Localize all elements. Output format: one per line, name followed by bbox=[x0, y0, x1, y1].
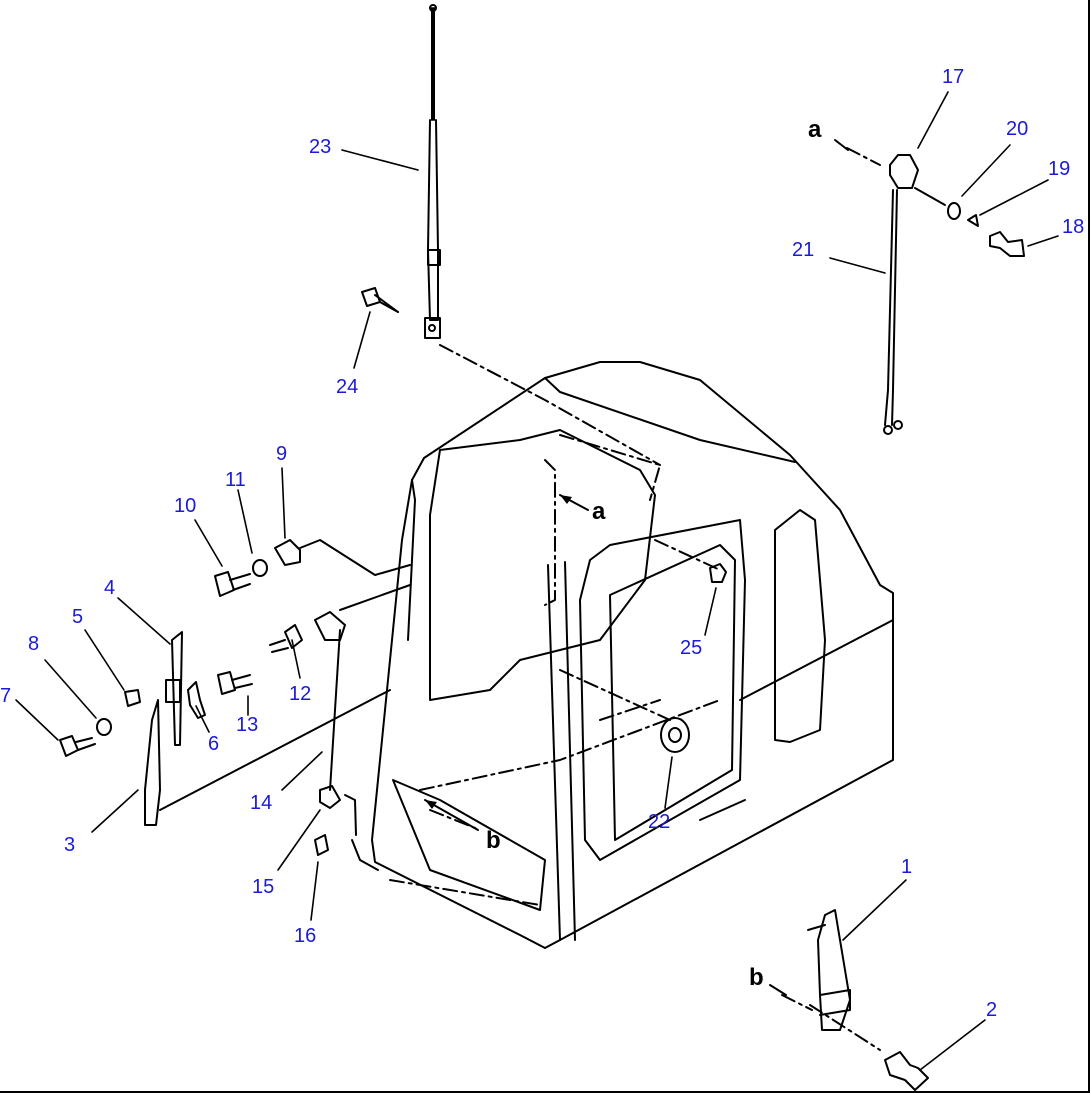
ref-a-cab: a bbox=[592, 498, 606, 525]
callout-12: 12 bbox=[289, 683, 312, 705]
callout-6: 6 bbox=[208, 733, 220, 755]
callout-22: 22 bbox=[648, 811, 671, 833]
callout-4: 4 bbox=[104, 577, 116, 599]
part-leaders bbox=[159, 539, 411, 836]
callout-21: 21 bbox=[792, 239, 815, 261]
ref-arrowheads bbox=[425, 495, 572, 809]
callout-2: 2 bbox=[986, 999, 998, 1021]
callout-10: 10 bbox=[174, 495, 197, 517]
callout-leaders bbox=[15, 91, 1059, 1071]
callout-19: 19 bbox=[1048, 158, 1071, 180]
small-parts-left bbox=[59, 539, 346, 856]
ref-arrows bbox=[424, 139, 849, 996]
leader-lines-dashdot bbox=[389, 147, 881, 1051]
callout-24: 24 bbox=[336, 376, 359, 398]
nut-25 bbox=[709, 563, 727, 583]
callout-20: 20 bbox=[1006, 118, 1029, 140]
callout-25: 25 bbox=[680, 637, 703, 659]
ref-a-lamp: a bbox=[808, 116, 822, 143]
callout-17: 17 bbox=[942, 66, 965, 88]
callout-7: 7 bbox=[0, 685, 12, 707]
callout-13: 13 bbox=[236, 714, 259, 736]
callout-8: 8 bbox=[28, 633, 40, 655]
ref-b-cab: b bbox=[486, 827, 501, 854]
bolt-24 bbox=[361, 287, 399, 313]
callout-1: 1 bbox=[901, 856, 913, 878]
callout-16: 16 bbox=[294, 925, 317, 947]
wiper-blade bbox=[165, 631, 183, 746]
callout-23: 23 bbox=[309, 136, 332, 158]
wiper-arm bbox=[144, 699, 161, 826]
callout-9: 9 bbox=[276, 443, 288, 465]
callout-14: 14 bbox=[250, 792, 273, 814]
bolt-2 bbox=[884, 1051, 929, 1091]
ref-b-lock: b bbox=[749, 964, 764, 991]
cab-body bbox=[351, 361, 894, 949]
room-lamp bbox=[883, 154, 1025, 435]
antenna bbox=[424, 4, 441, 339]
callout-5: 5 bbox=[72, 606, 84, 628]
callout-11: 11 bbox=[225, 469, 246, 491]
door-lock bbox=[807, 909, 851, 1031]
callout-3: 3 bbox=[64, 834, 76, 856]
grommet-22 bbox=[660, 717, 690, 753]
callout-15: 15 bbox=[252, 876, 275, 898]
callout-18: 18 bbox=[1062, 216, 1085, 238]
